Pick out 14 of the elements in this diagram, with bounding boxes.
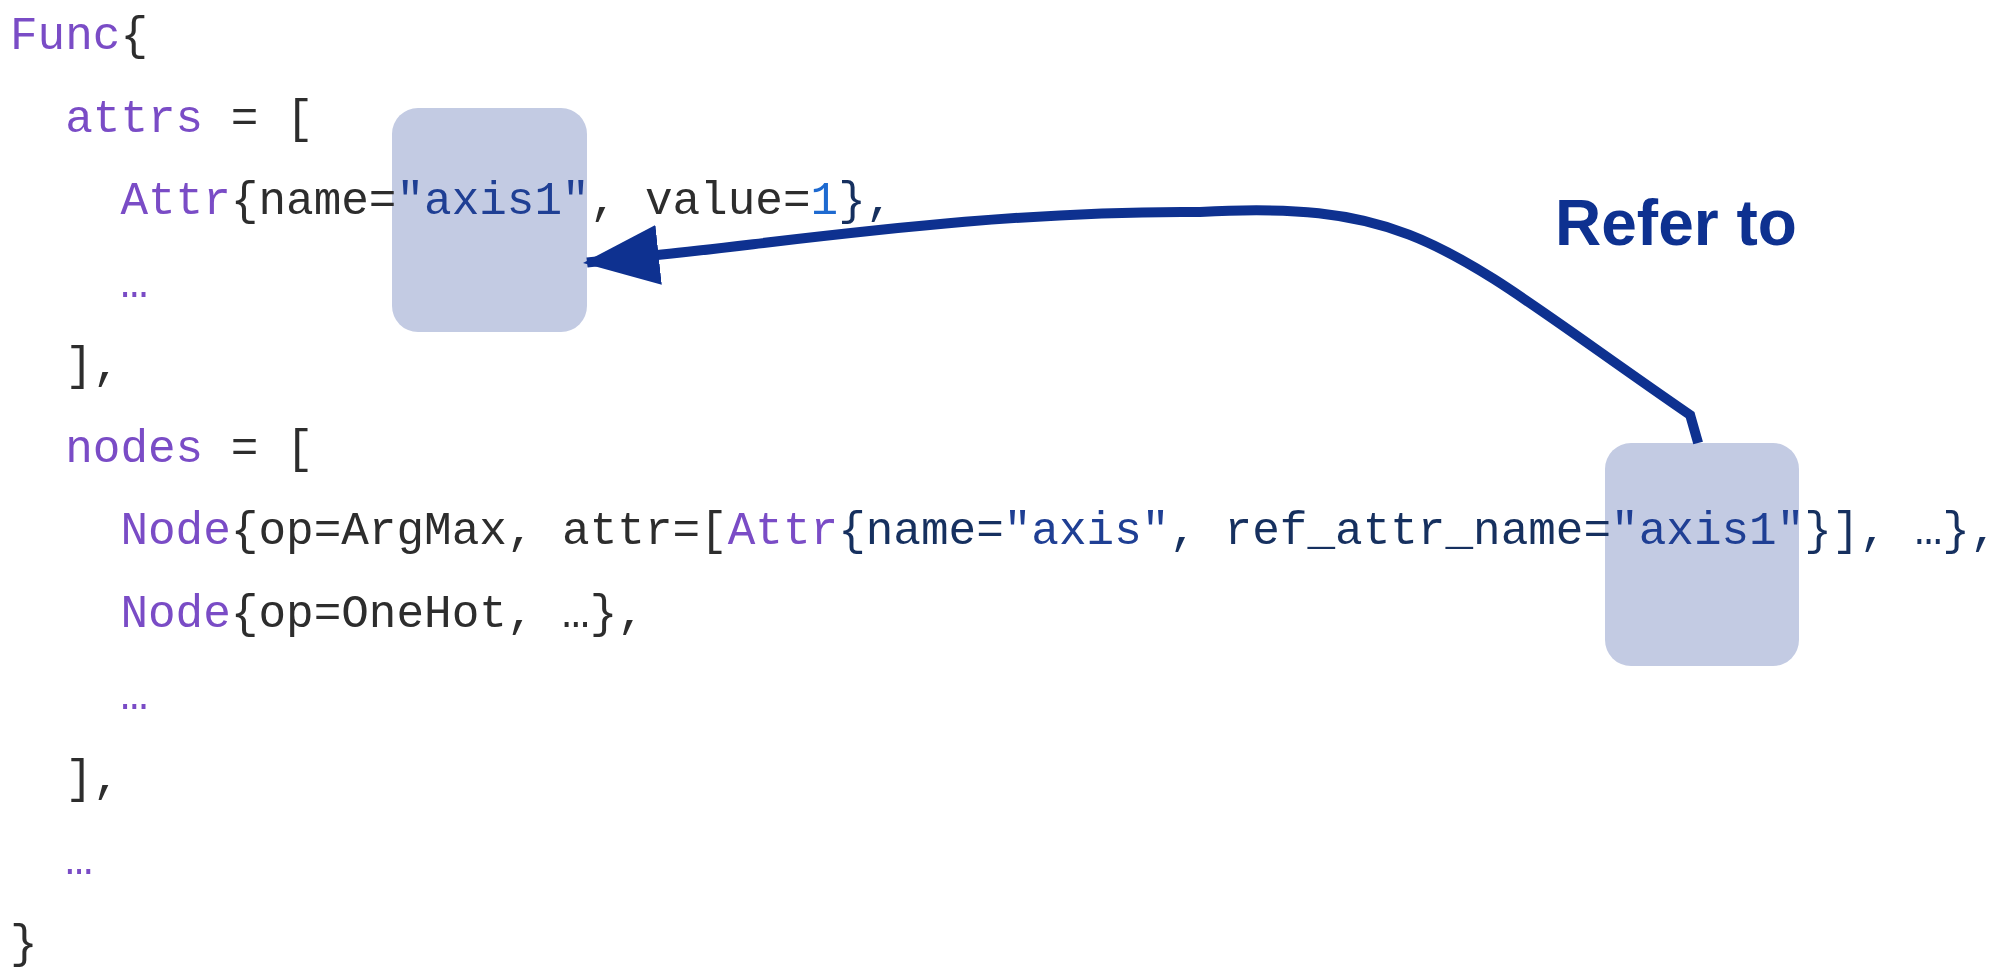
code-line: } bbox=[10, 917, 38, 973]
code-line: attrs = [ bbox=[65, 92, 314, 148]
code-line: ], bbox=[65, 340, 121, 395]
code-line: … bbox=[120, 257, 148, 313]
code-line: Attr{name="axis1", value=1}, bbox=[120, 175, 894, 230]
code-line: … bbox=[65, 835, 93, 890]
code-line: ], bbox=[65, 752, 121, 808]
code-line: Func{ bbox=[10, 10, 149, 65]
code-line: Node{op=OneHot, …}, bbox=[120, 587, 645, 643]
highlight-box bbox=[392, 108, 587, 332]
code-line: nodes = [ bbox=[65, 422, 314, 478]
code-line: Node{op=ArgMax, attr=[Attr{name="axis", ref_attr_name="axis1"}], …}, bbox=[120, 505, 1998, 560]
curved-arrow bbox=[583, 205, 1703, 445]
code-line: … bbox=[120, 670, 148, 725]
